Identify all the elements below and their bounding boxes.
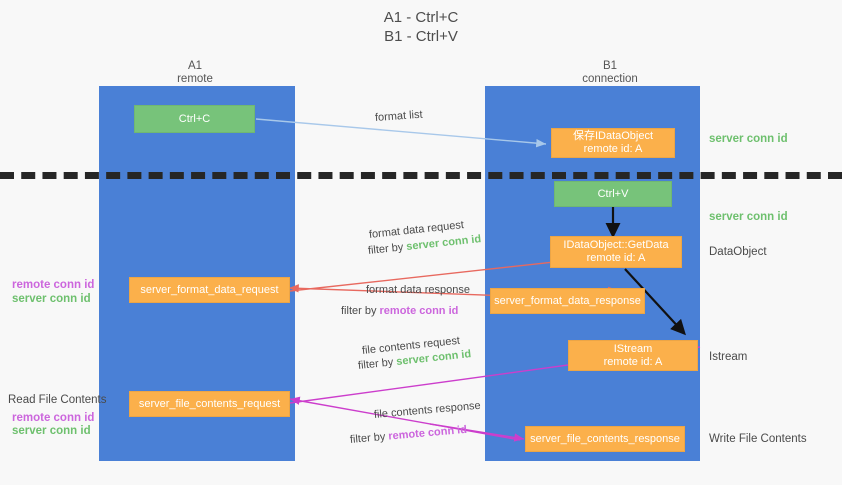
filter-prefix: filter by — [357, 356, 397, 372]
arrow-label-format-data-response-filter: filter by remote conn id — [341, 305, 458, 317]
left-label-remote-conn-id-2: remote conn id — [12, 412, 95, 424]
column-header-a1: A1 remote — [95, 60, 295, 86]
box-server-file-contents-request[interactable]: server_file_contents_request — [129, 391, 290, 417]
arrow-label-format-list: format list — [375, 109, 423, 124]
box-ctrl-c-label: Ctrl+C — [178, 112, 211, 125]
filter-key-server-conn-id: server conn id — [405, 233, 482, 253]
box-istream-line1: IStream — [613, 342, 653, 355]
box-server-file-contents-response[interactable]: server_file_contents_response — [525, 426, 685, 452]
arrow-label-format-data-response: format data response — [366, 284, 470, 296]
box-idataobject-getdata-line2: remote id: A — [586, 252, 646, 264]
filter-key-remote-conn-id: remote conn id — [387, 423, 468, 443]
right-label-dataobject: DataObject — [709, 246, 767, 258]
filter-key-remote-conn-id: remote conn id — [379, 305, 459, 317]
column-header-a1-sub: remote — [177, 73, 213, 85]
box-istream[interactable]: IStream remote id: A — [568, 340, 698, 371]
box-server-file-contents-response-label: server_file_contents_response — [530, 432, 680, 445]
box-server-format-data-response[interactable]: server_format_data_response — [490, 288, 645, 314]
right-label-write-file-contents: Write File Contents — [709, 433, 807, 445]
arrow-label-file-contents-response-filter: filter by remote conn id — [349, 424, 467, 446]
arrow-label-file-contents-response-line1: file contents response — [373, 399, 482, 421]
column-header-b1: B1 connection — [510, 60, 710, 86]
box-server-file-contents-request-label: server_file_contents_request — [138, 397, 281, 410]
filter-prefix: filter by — [367, 241, 407, 257]
filter-prefix: filter by — [349, 430, 389, 446]
box-idataobject-getdata-line1: IDataObject::GetData — [563, 239, 669, 251]
box-save-idataobject-line2: remote id: A — [583, 143, 643, 155]
left-label-server-conn-id-1: server conn id — [12, 293, 91, 305]
box-save-idataobject[interactable]: 保存IDataObject remote id: A — [551, 128, 675, 158]
page-title: A1 - Ctrl+C B1 - Ctrl+V — [0, 8, 842, 46]
arrow-label-format-list-text: format list — [374, 108, 423, 124]
box-save-idataobject-line1: 保存IDataObject — [572, 130, 654, 142]
box-ctrl-v-label: Ctrl+V — [597, 187, 629, 200]
box-ctrl-v[interactable]: Ctrl+V — [554, 181, 672, 207]
box-ctrl-c[interactable]: Ctrl+C — [134, 105, 255, 133]
column-header-b1-name: B1 — [602, 60, 618, 72]
box-server-format-data-response-label: server_format_data_response — [494, 294, 641, 307]
right-label-server-conn-id-1: server conn id — [709, 133, 788, 145]
right-label-server-conn-id-2: server conn id — [709, 211, 788, 223]
arrow-label-file-contents-response: file contents response — [373, 400, 481, 421]
box-server-format-data-request[interactable]: server_format_data_request — [129, 277, 290, 303]
box-server-format-data-request-label: server_format_data_request — [140, 283, 279, 296]
column-header-a1-name: A1 — [187, 60, 203, 72]
column-header-b1-sub: connection — [582, 73, 638, 85]
left-label-remote-conn-id-1: remote conn id — [12, 279, 95, 291]
phase-divider — [0, 172, 842, 179]
filter-prefix: filter by — [341, 305, 380, 317]
right-label-istream: Istream — [709, 351, 748, 363]
box-idataobject-getdata[interactable]: IDataObject::GetData remote id: A — [550, 236, 682, 268]
left-label-server-conn-id-2: server conn id — [12, 425, 91, 437]
title-line-1: A1 - Ctrl+C — [383, 9, 459, 26]
left-label-read-file-contents: Read File Contents — [8, 394, 107, 406]
arrow-label-format-data-response-line1: format data response — [366, 284, 470, 296]
box-istream-line2: remote id: A — [603, 355, 663, 368]
title-line-2: B1 - Ctrl+V — [384, 28, 458, 45]
